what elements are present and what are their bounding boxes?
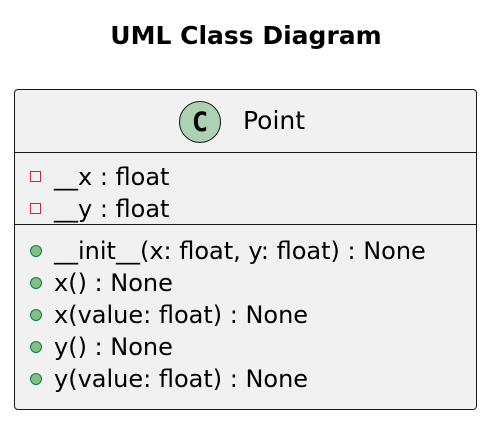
public-visibility-icon — [30, 277, 42, 289]
class-box-point[interactable]: C Point __x : float __y : float __init__… — [14, 89, 477, 410]
private-visibility-icon — [30, 203, 41, 214]
method-text: y(value: float) : None — [54, 365, 309, 393]
public-visibility-icon — [30, 341, 42, 353]
class-name: Point — [243, 106, 306, 135]
methods-section: __init__(x: float, y: float) : None x() … — [15, 225, 476, 395]
class-header: C Point — [15, 90, 476, 152]
fields-divider — [15, 224, 476, 225]
field-text: __x : float — [54, 163, 170, 191]
public-visibility-icon — [30, 309, 42, 321]
method-row: __init__(x: float, y: float) : None — [15, 235, 476, 267]
method-row: x(value: float) : None — [15, 299, 476, 331]
fields-section: __x : float __y : float — [15, 153, 476, 224]
public-visibility-icon — [30, 373, 42, 385]
method-text: x() : None — [54, 269, 173, 297]
method-row: y(value: float) : None — [15, 363, 476, 395]
method-text: __init__(x: float, y: float) : None — [54, 237, 426, 265]
public-visibility-icon — [30, 245, 42, 257]
method-text: x(value: float) : None — [54, 301, 309, 329]
class-stereotype-icon: C — [179, 101, 221, 143]
method-row: y() : None — [15, 331, 476, 363]
field-row: __y : float — [15, 193, 476, 225]
private-visibility-icon — [30, 171, 41, 182]
field-row: __x : float — [15, 161, 476, 193]
method-text: y() : None — [54, 333, 173, 361]
field-text: __y : float — [54, 195, 170, 223]
diagram-title: UML Class Diagram — [110, 21, 382, 50]
header-divider — [15, 152, 476, 153]
method-row: x() : None — [15, 267, 476, 299]
